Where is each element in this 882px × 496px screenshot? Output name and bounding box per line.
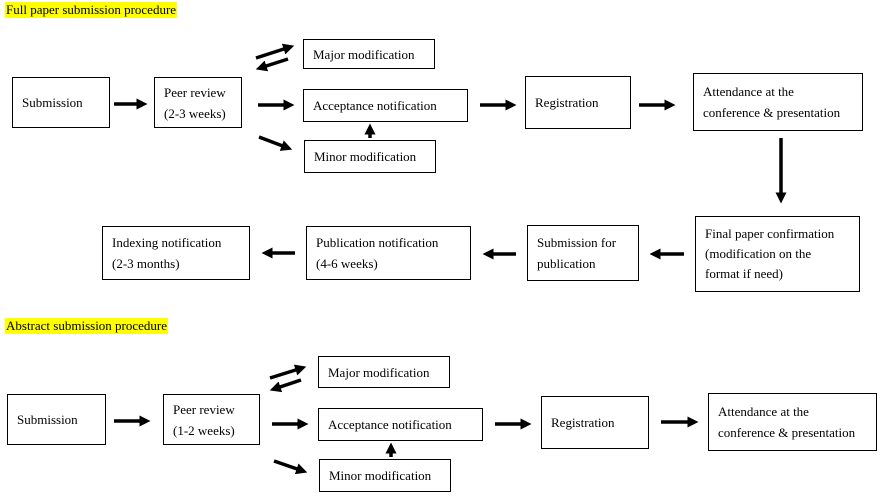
full-registration-label: Registration	[535, 95, 599, 110]
abstract-major-mod-box: Major modification	[318, 356, 450, 388]
full-indexing-line2: (2-3 months)	[112, 256, 180, 271]
abstract-heading: Abstract submission procedure	[5, 318, 169, 334]
full-indexing-box: Indexing notification (2-3 months)	[102, 226, 250, 280]
full-publication-box: Publication notification (4-6 weeks)	[306, 226, 471, 280]
full-registration-box: Registration	[525, 76, 631, 129]
full-submission-pub-line2: publication	[537, 256, 596, 271]
full-final-confirm-box: Final paper confirmation (modification o…	[695, 216, 860, 292]
arrow-full-review-to-major	[255, 43, 295, 60]
arrow-full-major-to-review	[255, 57, 289, 72]
abstract-peer-review-box: Peer review (1-2 weeks)	[163, 394, 260, 445]
full-peer-review-label: Peer review	[164, 84, 226, 100]
arrow-abs-review-to-minor	[273, 459, 308, 475]
full-final-confirm-line2: (modification on the	[705, 246, 812, 261]
abstract-submission-label: Submission	[17, 412, 78, 427]
full-peer-review-duration: (2-3 weeks)	[164, 105, 226, 121]
arrow-abs-major-to-review	[269, 378, 302, 393]
abstract-minor-mod-label: Minor modification	[329, 468, 432, 483]
full-acceptance-box: Acceptance notification	[303, 89, 468, 122]
full-submission-label: Submission	[22, 95, 83, 110]
full-peer-review-box: Peer review (2-3 weeks)	[154, 77, 242, 128]
abstract-minor-mod-box: Minor modification	[319, 459, 451, 492]
abstract-registration-label: Registration	[551, 415, 615, 430]
full-submission-pub-line1: Submission for	[537, 235, 617, 250]
abstract-attendance-line2: conference & presentation	[718, 425, 856, 440]
abstract-acceptance-label: Acceptance notification	[328, 417, 452, 432]
full-publication-line1: Publication notification	[316, 235, 439, 250]
full-acceptance-label: Acceptance notification	[313, 98, 437, 113]
full-paper-heading: Full paper submission procedure	[5, 2, 178, 18]
full-attendance-box: Attendance at the conference & presentat…	[693, 73, 863, 131]
full-publication-line2: (4-6 weeks)	[316, 256, 378, 271]
abstract-attendance-line1: Attendance at the	[718, 404, 809, 419]
full-attendance-line2: conference & presentation	[703, 105, 841, 120]
full-minor-mod-box: Minor modification	[304, 140, 436, 173]
full-submission-box: Submission	[12, 77, 110, 128]
full-major-mod-box: Major modification	[303, 39, 435, 69]
abstract-peer-review-label: Peer review	[173, 401, 235, 417]
abstract-major-mod-label: Major modification	[328, 364, 430, 380]
full-minor-mod-label: Minor modification	[314, 149, 417, 164]
full-major-mod-label: Major modification	[313, 46, 415, 62]
full-attendance-line1: Attendance at the	[703, 84, 794, 99]
abstract-attendance-box: Attendance at the conference & presentat…	[708, 393, 877, 451]
full-final-confirm-line3: format if need)	[705, 266, 783, 281]
abstract-registration-box: Registration	[541, 396, 649, 449]
arrow-full-review-to-minor	[258, 135, 293, 151]
full-final-confirm-line1: Final paper confirmation	[705, 226, 835, 241]
full-indexing-line1: Indexing notification	[112, 235, 222, 250]
abstract-peer-review-duration: (1-2 weeks)	[173, 422, 235, 438]
abstract-acceptance-box: Acceptance notification	[318, 408, 483, 441]
full-submission-pub-box: Submission for publication	[527, 225, 639, 281]
arrow-abs-review-to-major	[269, 364, 307, 380]
abstract-submission-box: Submission	[7, 394, 106, 445]
